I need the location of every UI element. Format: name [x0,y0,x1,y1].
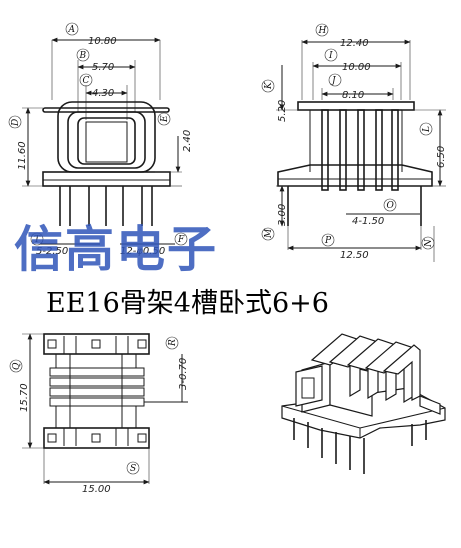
label-l-circle [419,122,433,136]
dim-12-50: 12.50 [340,250,369,261]
iso-right-block [419,395,441,415]
label-s-circle [126,461,140,475]
dim-8-10: 8.10 [342,90,364,101]
label-p: P [324,236,332,246]
dim-12-phi-0-50: 12-φ0.50 [120,246,165,257]
label-m-circle [261,227,275,241]
label-k-circle [261,79,275,93]
front-pins [59,186,153,226]
front-view: 10.80 5.70 4.30 A B C [8,22,193,257]
label-e-circle [157,112,171,126]
isometric-view [281,333,446,474]
drawing-title: EE16骨架4槽卧式6+6 [46,288,329,319]
label-t: T [34,235,41,245]
label-r-circle [165,336,179,350]
bottom-bottom-pads [47,428,147,446]
label-a-circle [65,22,79,36]
label-i-circle [324,48,338,62]
label-b-circle [76,48,90,62]
dim-15-00: 15.00 [82,484,111,495]
label-f-circle [174,232,188,246]
dim-11-60: 11.60 [17,141,28,170]
label-k: K [264,81,274,90]
iso-front-plate [295,365,323,407]
dim-4-30: 4.30 [92,88,114,99]
label-e: E [160,115,170,123]
side-view: 12.40 10.00 8.10 H I J [261,23,447,262]
label-r: R [168,339,178,347]
label-j: J [330,76,337,86]
brand-watermark: 信高电子 [14,221,218,278]
label-q-circle [9,359,23,373]
label-t-circle [30,232,44,246]
label-h-circle [315,23,329,37]
dim-5-70: 5.70 [92,62,114,73]
bottom-slots [49,353,188,429]
label-d: D [11,119,21,127]
label-j-circle [328,73,342,87]
dim-2-40: 2.40 [182,130,193,152]
label-s: S [130,464,136,474]
label-f: F [177,235,185,245]
dim-3-0-70: 3-0.70 [178,358,189,390]
side-top-plate [297,101,415,111]
label-h: H [318,26,327,36]
dim-3-00: 3.00 [277,204,288,226]
label-o: O [387,201,395,211]
bottom-top-pads [47,336,147,354]
label-i: I [328,51,333,61]
label-b: B [79,51,87,61]
bottom-bottom-flange [43,427,150,449]
dim-15-70: 15.70 [19,383,30,412]
iso-fins [310,333,421,404]
dim-5-20: 5.20 [277,100,288,122]
side-base [277,164,433,187]
front-core [85,121,128,163]
dim-12-40: 12.40 [340,38,369,49]
label-p-circle [321,233,335,247]
label-m: M [264,228,274,239]
dim-4-1-50: 4-1.50 [352,216,384,227]
side-fins [309,109,403,191]
dim-5-2-50: 5-2.50 [36,246,68,257]
front-mid-frame [67,111,146,169]
label-o-circle [383,198,397,212]
dim-10-80: 10.80 [88,36,117,47]
bottom-view: 15.70 Q 3-0.70 R 15.00 S [9,333,189,495]
bottom-top-flange [43,333,150,355]
front-base [42,171,171,187]
side-pins [287,186,422,226]
dim-6-50: 6.50 [436,146,447,168]
label-a: A [68,25,76,35]
dim-10-00: 10.00 [342,62,371,73]
front-center-leg [77,117,136,165]
label-l: L [422,126,432,133]
label-c-circle [79,73,93,87]
label-n: N [424,238,434,248]
label-c: C [83,76,90,86]
iso-pins [293,418,427,474]
label-d-circle [8,115,22,129]
label-q: Q [12,362,22,370]
